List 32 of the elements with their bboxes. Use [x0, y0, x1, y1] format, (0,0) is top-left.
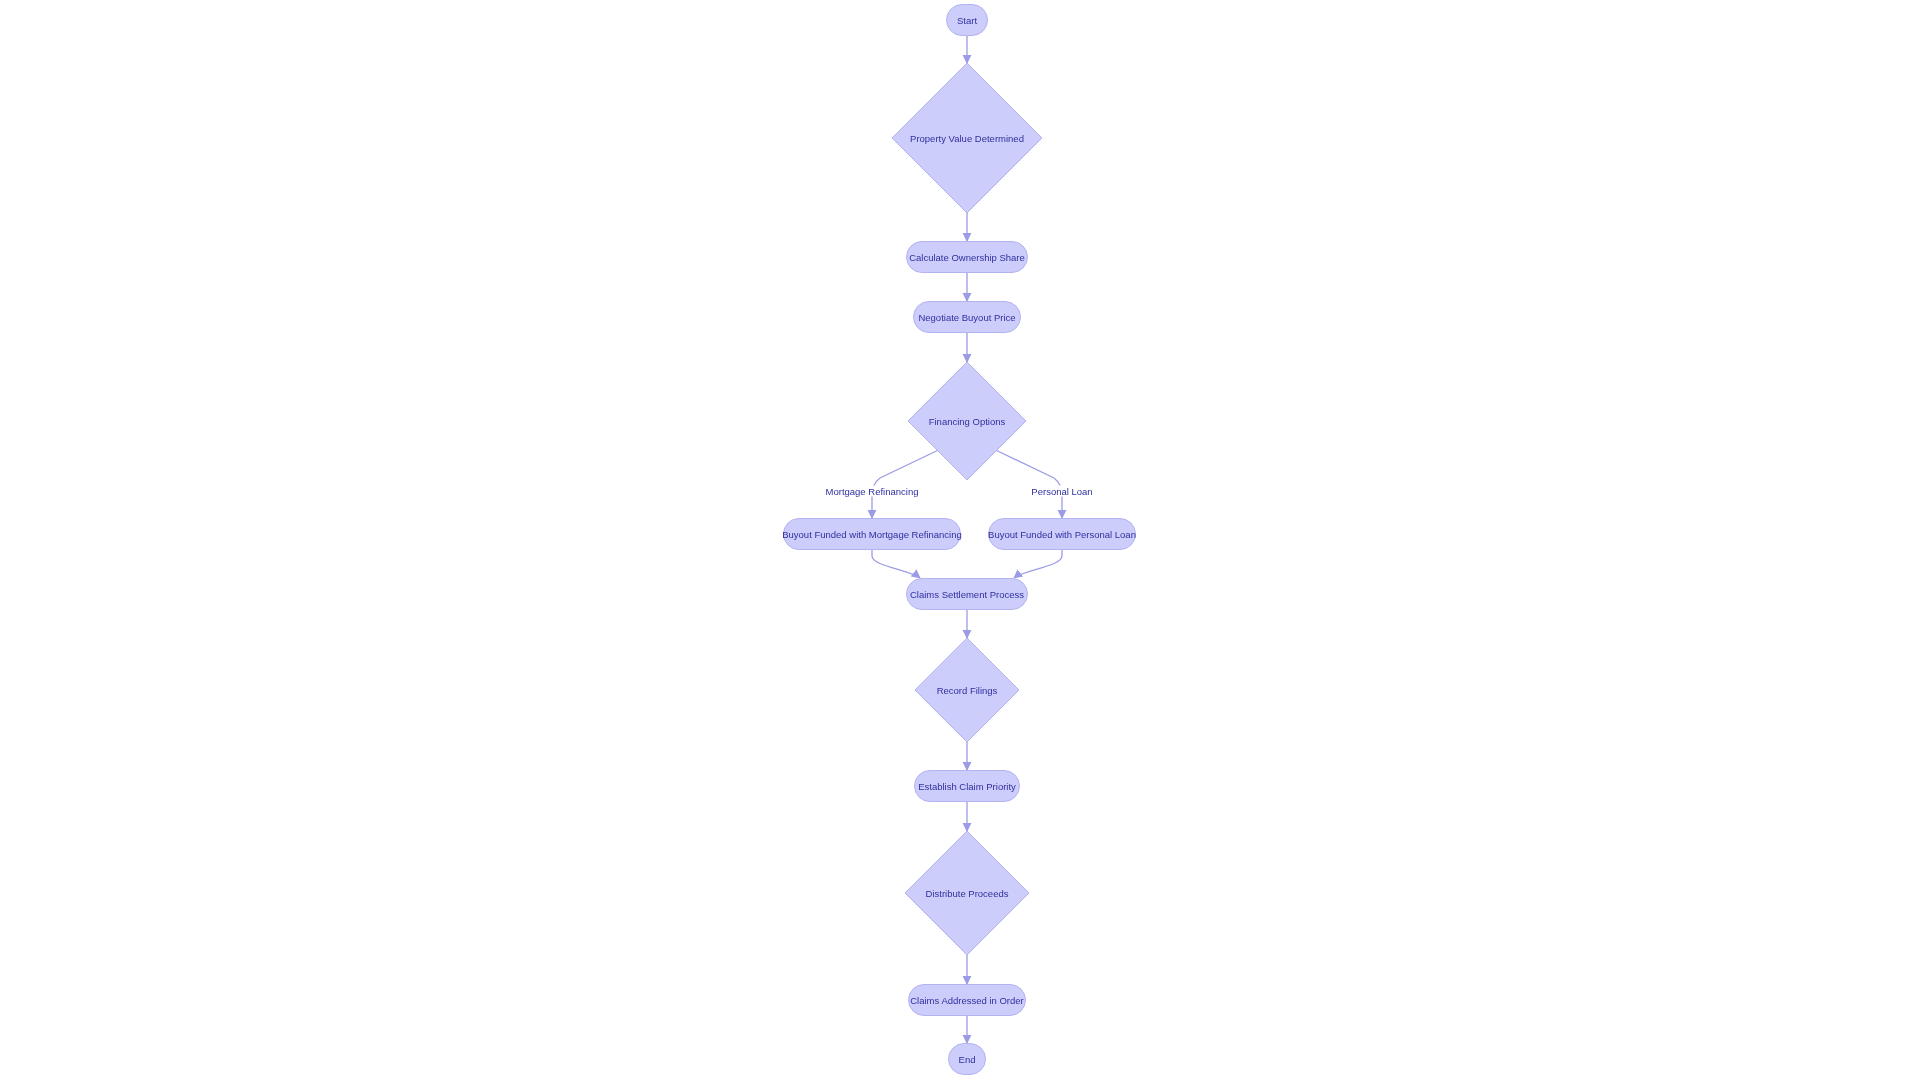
process-box: Claims Settlement Process [906, 578, 1028, 610]
diamond-text: Record Filings [936, 684, 998, 696]
decision-diamond [905, 831, 1029, 955]
arrow [871, 549, 921, 579]
edge-label: Mortgage Refinancing [823, 485, 921, 497]
arrow [962, 35, 972, 64]
diamond-text: Financing Options [928, 415, 1006, 427]
process-box: Buyout Funded with Personal Loan [988, 518, 1136, 550]
decision-diamond [915, 638, 1019, 742]
edge-label: Personal Loan [1029, 485, 1095, 497]
process-box: Start [946, 4, 988, 36]
process-box: Claims Addressed in Order [908, 984, 1026, 1016]
arrow [867, 449, 939, 519]
arrow [1013, 549, 1063, 579]
arrow [962, 332, 972, 363]
process-box: Calculate Ownership Share [906, 241, 1028, 273]
arrow [962, 801, 972, 832]
arrow [962, 1015, 972, 1044]
arrow [962, 212, 972, 242]
process-box: Negotiate Buyout Price [913, 301, 1021, 333]
diamond-text: Distribute Proceeds [925, 887, 1009, 899]
arrow [995, 449, 1067, 519]
process-box: Establish Claim Priority [914, 770, 1020, 802]
process-box: Buyout Funded with Mortgage Refinancing [783, 518, 961, 550]
decision-diamond [892, 63, 1042, 213]
arrow [962, 741, 972, 771]
process-box: End [948, 1043, 986, 1075]
arrow [962, 954, 972, 985]
diamond-text: Property Value Determined [910, 132, 1024, 144]
arrow [962, 609, 972, 639]
arrow [962, 272, 972, 302]
decision-diamond [908, 362, 1026, 480]
